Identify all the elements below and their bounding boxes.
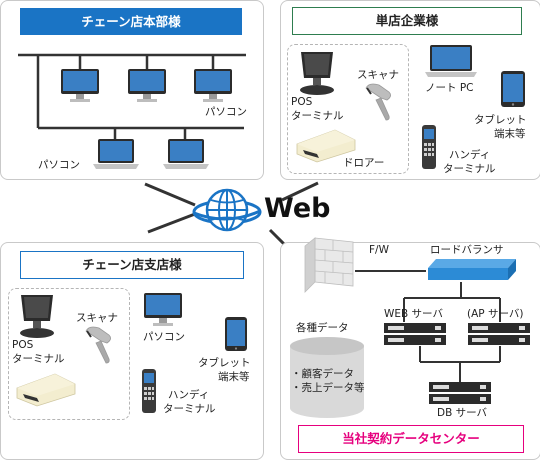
database-icon [290, 337, 364, 418]
dc-title: 当社契約データセンター [298, 425, 524, 453]
branch-pc-label: パソコン [143, 331, 185, 343]
single-notepc-label: ノート PC [425, 82, 474, 94]
dc-db-server-label: DB サーバ [437, 407, 488, 419]
dc-data-line2: ・売上データ等 [291, 382, 365, 394]
single-tablet-line1: タブレット [474, 114, 527, 126]
cash-drawer-icon [296, 129, 356, 163]
laptop-icon [93, 139, 139, 169]
hq-pc-label-left: パソコン [38, 159, 80, 171]
dc-firewall-label: F/W [369, 244, 389, 256]
single-pos-group [287, 44, 409, 174]
single-drawer-label: ドロアー [343, 157, 385, 169]
branch-title: チェーン店支店様 [20, 251, 244, 279]
branch-pos-line1: POS [12, 339, 34, 351]
web-label: Web [264, 193, 331, 224]
monitor-icon [128, 69, 166, 102]
branch-pos-group [8, 288, 130, 420]
tablet-icon [501, 71, 525, 107]
dc-web-server-label: WEB サーバ [384, 308, 443, 320]
cash-drawer-icon [16, 373, 76, 407]
dc-ap-server-label: (AP サーバ) [467, 308, 524, 320]
branch-scanner-label: スキャナ [76, 312, 118, 324]
laptop-icon [163, 139, 209, 169]
laptop-icon [425, 45, 477, 77]
single-scanner-label: スキャナ [357, 69, 399, 81]
pos-terminal-icon [20, 295, 54, 338]
single-title: 単店企業様 [292, 7, 522, 35]
monitor-icon [144, 293, 182, 326]
dc-lb-label: ロードバランサ [430, 244, 504, 256]
dc-data-line1: ・顧客データ [291, 368, 354, 380]
single-handy-line1: ハンディ [449, 149, 491, 161]
branch-pos-line2: ターミナル [12, 353, 65, 365]
single-pos-line2: ターミナル [291, 110, 344, 122]
server-icon [384, 323, 446, 345]
single-tablet-line2: 端末等 [494, 128, 526, 140]
load-balancer-icon [428, 259, 516, 280]
dc-data-heading: 各種データ [296, 322, 349, 334]
branch-tablet-line1: タブレット [198, 357, 251, 369]
handy-terminal-icon [422, 125, 436, 169]
single-handy-line2: ターミナル [443, 163, 496, 175]
monitor-icon [61, 69, 99, 102]
firewall-icon [304, 237, 354, 293]
tablet-icon [225, 317, 247, 351]
branch-tablet-line2: 端末等 [218, 371, 250, 383]
branch-handy-line1: ハンディ [168, 389, 210, 401]
pos-terminal-icon [300, 52, 334, 95]
globe-icon [192, 188, 262, 232]
handy-terminal-icon [142, 369, 156, 413]
monitor-icon [194, 69, 232, 102]
scanner-icon [365, 83, 391, 121]
single-pos-line1: POS [291, 96, 313, 108]
server-icon [468, 323, 530, 345]
branch-handy-line2: ターミナル [163, 403, 216, 415]
hq-title: チェーン店本部様 [20, 8, 242, 35]
server-icon [429, 382, 491, 404]
hq-pc-label-right: パソコン [205, 106, 247, 118]
scanner-icon [85, 326, 111, 364]
